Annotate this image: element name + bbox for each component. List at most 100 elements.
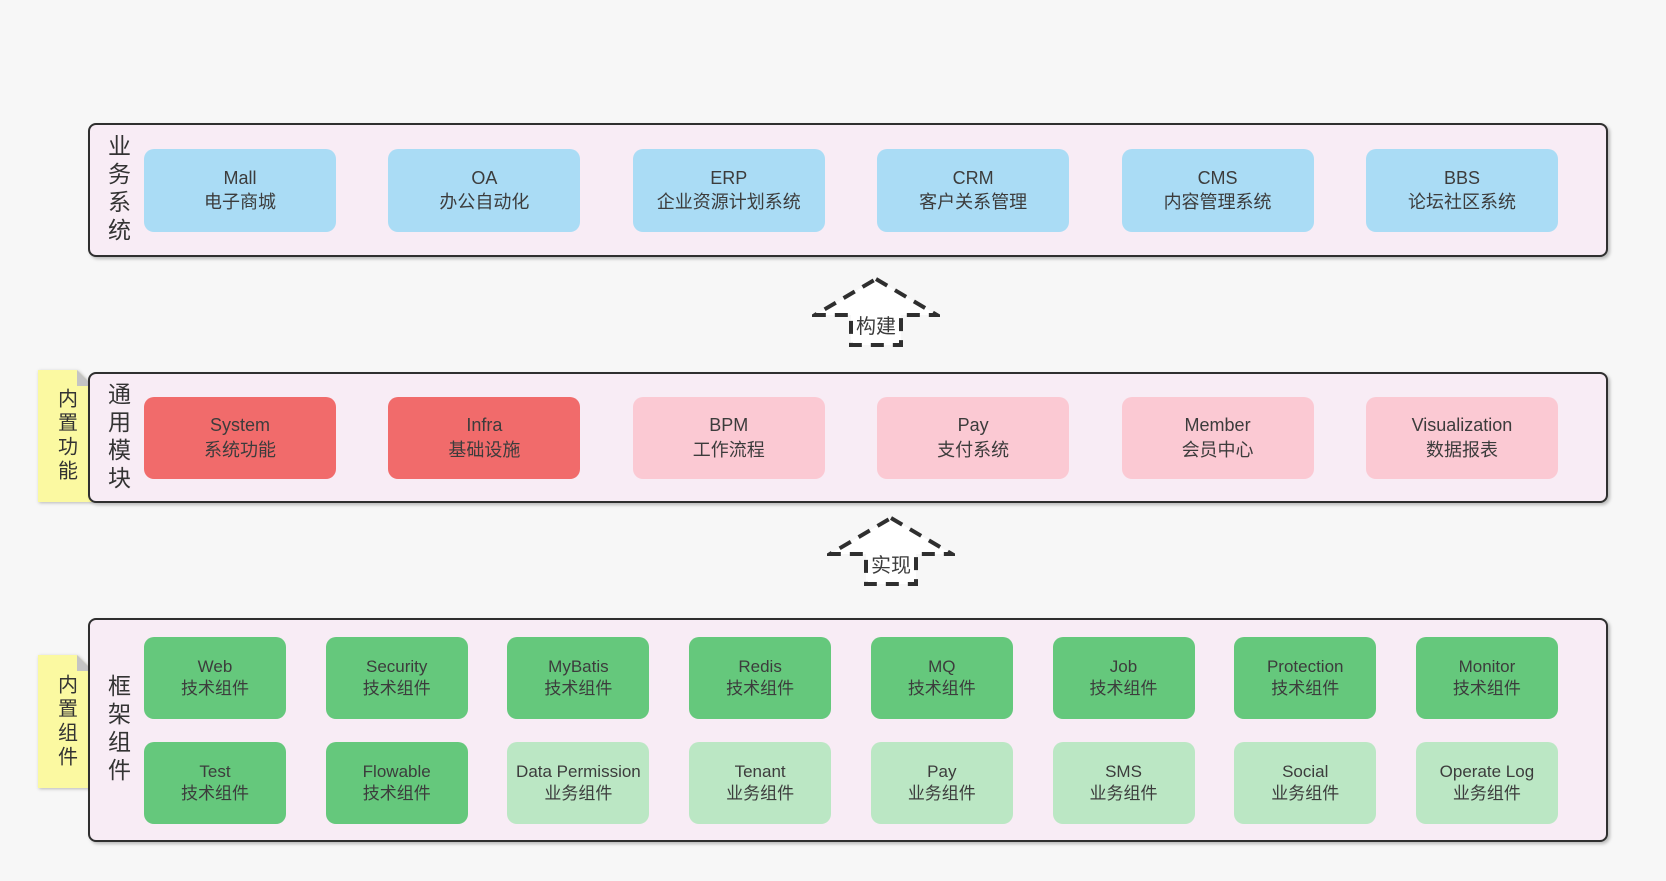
- box-protection: Protection 技术组件: [1234, 636, 1377, 719]
- box-title: OA: [471, 167, 498, 188]
- section-framework-components: 框架组件 Web 技术组件 Security 技术组件 MyBatis 技术组件…: [88, 618, 1608, 842]
- box-subtitle: 内容管理系统: [1163, 192, 1272, 212]
- box-cms: CMS 内容管理系统: [1121, 148, 1314, 232]
- box-title: Data Permission: [516, 762, 641, 782]
- box-title: Mall: [223, 167, 257, 188]
- box-mybatis: MyBatis 技术组件: [507, 636, 650, 719]
- box-title: SMS: [1105, 762, 1142, 782]
- box-security: Security 技术组件: [325, 636, 468, 719]
- box-tenant: Tenant 业务组件: [689, 741, 832, 824]
- box-subtitle: 客户关系管理: [919, 192, 1028, 212]
- box-subtitle: 技术组件: [362, 783, 431, 803]
- box-subtitle: 业务组件: [1089, 783, 1158, 803]
- box-subtitle: 业务组件: [726, 783, 795, 803]
- box-sms: SMS 业务组件: [1052, 741, 1195, 824]
- sticky-note-text: 内置功能: [54, 388, 77, 484]
- box-subtitle: 论坛社区系统: [1407, 192, 1516, 212]
- box-oa: OA 办公自动化: [388, 148, 581, 232]
- sticky-note-paper: [38, 655, 93, 788]
- box-test: Test 技术组件: [144, 741, 286, 824]
- box-title: Operate Log: [1439, 762, 1535, 782]
- box-title: Job: [1109, 657, 1138, 677]
- box-subtitle: 技术组件: [907, 678, 976, 698]
- box-title: Flowable: [362, 762, 431, 782]
- box-subtitle: 业务组件: [1271, 783, 1340, 803]
- section-label-modules: 通用模块: [104, 381, 131, 494]
- box-data-permission: Data Permission 业务组件: [507, 741, 650, 824]
- box-mq: MQ 技术组件: [870, 636, 1013, 719]
- box-member: Member 会员中心: [1121, 396, 1314, 479]
- box-job: Job 技术组件: [1052, 636, 1195, 719]
- arrow-implement: 实现: [827, 515, 955, 587]
- arrow-implement-label: 实现: [868, 549, 914, 578]
- box-title: Protection: [1266, 657, 1344, 677]
- box-title: Pay: [957, 415, 989, 436]
- box-title: Monitor: [1458, 657, 1516, 677]
- section-common-modules: 通用模块 System 系统功能 Infra 基础设施 BPM 工作流程 Pay…: [88, 372, 1608, 503]
- sticky-note-builtin-functions: 内置功能: [38, 370, 93, 502]
- box-subtitle: 办公自动化: [439, 192, 530, 212]
- box-subtitle: 支付系统: [937, 439, 1010, 460]
- box-title: CMS: [1197, 167, 1238, 188]
- box-redis: Redis 技术组件: [689, 636, 832, 719]
- box-title: MQ: [928, 657, 956, 677]
- sticky-note-paper: [38, 370, 93, 502]
- box-crm: CRM 客户关系管理: [877, 148, 1070, 232]
- box-title: Member: [1184, 415, 1251, 436]
- arrow-build: 构建: [812, 276, 940, 348]
- section-label-column: 通用模块: [90, 374, 144, 501]
- box-title: Security: [365, 657, 428, 677]
- box-social: Social 业务组件: [1234, 741, 1377, 824]
- box-subtitle: 技术组件: [726, 678, 795, 698]
- box-subtitle: 基础设施: [448, 439, 521, 460]
- box-subtitle: 业务组件: [1452, 783, 1521, 803]
- box-subtitle: 数据报表: [1425, 439, 1498, 460]
- box-title: MyBatis: [548, 657, 609, 677]
- box-title: Infra: [466, 415, 503, 436]
- box-title: Visualization: [1411, 415, 1513, 436]
- box-title: Redis: [738, 657, 782, 677]
- box-pay: Pay 支付系统: [877, 396, 1070, 479]
- box-subtitle: 系统功能: [204, 439, 276, 460]
- box-title: BPM: [709, 415, 749, 436]
- box-flowable: Flowable 技术组件: [325, 741, 468, 824]
- box-title: Pay: [927, 762, 957, 782]
- box-web: Web 技术组件: [144, 636, 286, 719]
- sticky-note-builtin-components: 内置组件: [38, 655, 93, 788]
- box-title: BBS: [1443, 167, 1480, 188]
- sticky-note-text: 内置组件: [54, 673, 77, 770]
- box-subtitle: 技术组件: [181, 783, 249, 803]
- box-subtitle: 技术组件: [1089, 678, 1158, 698]
- box-subtitle: 技术组件: [1271, 678, 1340, 698]
- box-subtitle: 业务组件: [544, 783, 613, 803]
- box-operate-log: Operate Log 业务组件: [1415, 741, 1558, 824]
- box-subtitle: 技术组件: [362, 678, 431, 698]
- framework-boxes-grid: Web 技术组件 Security 技术组件 MyBatis 技术组件 Redi…: [144, 620, 1606, 840]
- box-title: Test: [199, 762, 231, 782]
- box-subtitle: 技术组件: [544, 678, 613, 698]
- box-subtitle: 技术组件: [181, 678, 249, 698]
- section-label-column: 业务系统: [90, 125, 144, 255]
- business-boxes-row: Mall 电子商城 OA 办公自动化 ERP 企业资源计划系统 CRM 客户关系…: [144, 125, 1606, 255]
- box-subtitle: 电子商城: [204, 192, 276, 212]
- box-title: System: [209, 415, 270, 436]
- section-label-business: 业务系统: [104, 134, 131, 246]
- section-label-column: 框架组件: [90, 620, 144, 840]
- box-subtitle: 会员中心: [1181, 439, 1254, 460]
- box-title: CRM: [952, 167, 994, 188]
- box-subtitle: 业务组件: [907, 783, 976, 803]
- box-pay-biz: Pay 业务组件: [870, 741, 1013, 824]
- box-infra: Infra 基础设施: [388, 396, 581, 479]
- box-subtitle: 技术组件: [1452, 678, 1521, 698]
- box-system: System 系统功能: [144, 396, 336, 479]
- arrow-build-label: 构建: [853, 310, 899, 339]
- box-title: ERP: [710, 167, 748, 188]
- box-subtitle: 工作流程: [692, 439, 765, 460]
- box-erp: ERP 企业资源计划系统: [632, 148, 825, 232]
- box-bbs: BBS 论坛社区系统: [1365, 148, 1558, 232]
- box-bpm: BPM 工作流程: [632, 396, 825, 479]
- section-label-framework: 框架组件: [104, 674, 131, 786]
- box-title: Tenant: [734, 762, 786, 782]
- box-visualization: Visualization 数据报表: [1365, 396, 1558, 479]
